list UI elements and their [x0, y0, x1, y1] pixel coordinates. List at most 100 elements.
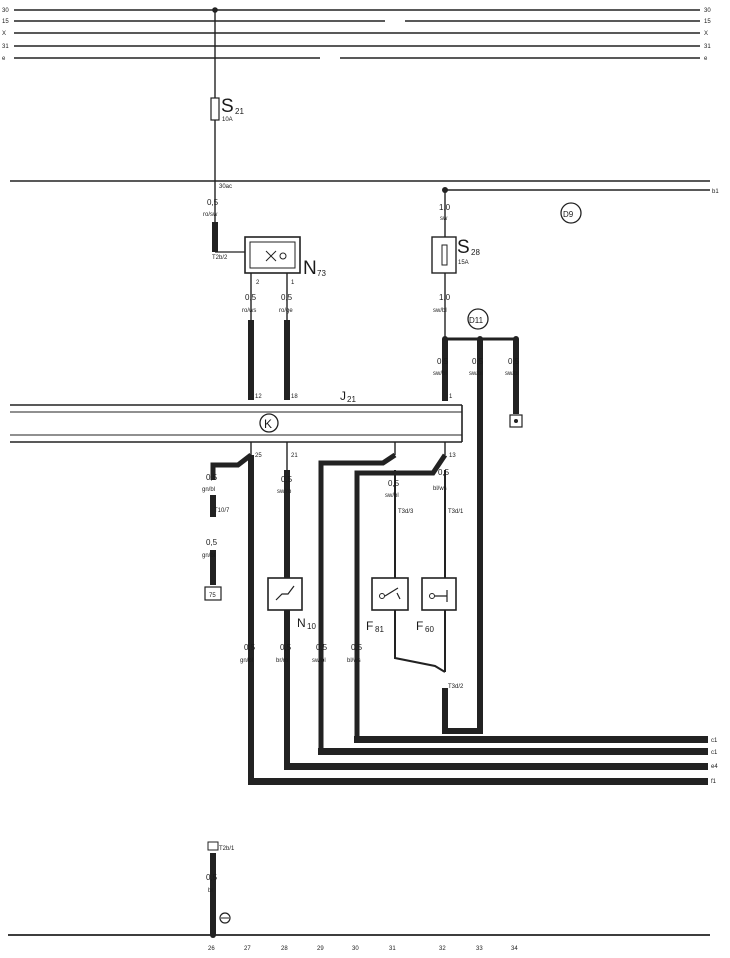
column-31: 31 — [389, 946, 396, 952]
branch-wire-2 — [477, 339, 483, 734]
wire-ro-sw-thick — [212, 222, 218, 252]
lower-left-gauge2: 0,5 — [206, 538, 218, 547]
ground-junction — [210, 932, 216, 938]
lower-left-connector: T10/7 — [214, 508, 230, 514]
unit-j21-pin-1: 1 — [449, 394, 453, 400]
wire-top-left-gauge: 0,5 — [207, 198, 219, 207]
ground-connector-symbol — [207, 841, 219, 851]
switch-f81-contact — [379, 593, 385, 599]
unit-j21-name: J — [340, 389, 346, 403]
relay-n73-coil — [279, 252, 287, 260]
bus-label-right-15: 15 — [704, 19, 711, 25]
run-f1 — [248, 778, 708, 785]
bus-label-left-x: X — [2, 31, 6, 37]
column-33: 33 — [476, 946, 483, 952]
branch-wire-3 — [513, 339, 519, 414]
ground-gauge: 0,5 — [206, 873, 218, 882]
bus-label-right-31: 31 — [704, 44, 711, 50]
component-n10-symbol — [275, 585, 295, 601]
right-top-gauge2: 1,0 — [439, 293, 451, 302]
wire-top-left-color: ro/sw — [203, 212, 218, 218]
run-c1-b — [318, 748, 708, 755]
wire-gn-bl-bottom — [248, 455, 254, 785]
switch-f60-name: F — [416, 619, 423, 633]
unit-j21-pin-12: 12 — [255, 394, 262, 400]
fuse-s21-name: S — [221, 96, 234, 117]
wire-gn-bl — [204, 442, 253, 601]
column-27: 27 — [244, 946, 251, 952]
node-d9-circle — [560, 202, 582, 224]
unit-j21-sub: 21 — [347, 395, 356, 404]
switch-wire-b-color: bl/ws — [433, 486, 447, 492]
fuse-s28-name: S — [457, 237, 470, 258]
branch-3-color: sw/bl — [505, 371, 519, 377]
lower-left-color2: gn/bl — [202, 553, 215, 559]
relay-n73-pin-right: 1 — [291, 280, 295, 286]
wire-n73-right-color: ro/ge — [279, 308, 293, 314]
branch-terminal-dot — [514, 419, 518, 423]
branch-2-color: sw/bl — [469, 371, 483, 377]
switch-wire-a-gauge: 0,5 — [388, 479, 400, 488]
wire-n73-left-color: ro/ws — [242, 308, 256, 314]
column-32: 32 — [439, 946, 446, 952]
bus-label-left-30: 30 — [2, 8, 9, 14]
relay-n73-symbol — [265, 250, 277, 262]
column-numbers: 26 27 28 29 30 31 32 33 34 — [208, 946, 518, 952]
ground-color: br — [208, 888, 213, 894]
bus-right-labels: 30 15 X 31 e — [704, 8, 711, 62]
exit-label-1: c1 — [711, 738, 718, 744]
unit-j21-pin-25: 25 — [255, 453, 262, 459]
n73-wires — [248, 273, 290, 400]
switch-f60-box — [421, 577, 457, 611]
wire-n73-right-gauge: 0,5 — [281, 293, 293, 302]
column-26: 26 — [208, 946, 215, 952]
bus-label-right-e: e — [704, 56, 708, 62]
fuse-s21-sub: 21 — [235, 107, 244, 116]
switch-f81-lever — [384, 587, 401, 600]
branch-1-gauge: 0,5 — [437, 357, 449, 366]
switch-conn-a: T3d/3 — [398, 509, 414, 515]
right-top-color: sw — [440, 216, 448, 222]
lower-left-gauge: 0,5 — [206, 473, 218, 482]
bus-b1-label: b1 — [712, 189, 719, 195]
bus-label-left-31: 31 — [2, 44, 9, 50]
supply-bus — [14, 9, 700, 59]
run-e4 — [284, 763, 708, 770]
fuse-s21-rating: 10A — [222, 117, 233, 123]
bottom-wire-2-color: br/ro — [276, 658, 289, 664]
branch-1-color: sw/bl — [433, 371, 447, 377]
switch-wires — [318, 442, 448, 752]
switch-f60-sub: 60 — [425, 625, 434, 634]
wire-br-ro — [284, 610, 290, 770]
node-d9-label: D9 — [563, 210, 574, 219]
unit-j21-pin-18: 18 — [291, 394, 298, 400]
wire-sw-ro — [284, 470, 290, 578]
ground-wire — [210, 853, 216, 935]
relay-n73-sub: 73 — [317, 269, 326, 278]
bottom-wire-3-gauge: 0,5 — [316, 643, 328, 652]
unit-j21-pin-21: 21 — [291, 453, 298, 459]
fuse-s28-rating: 15A — [458, 260, 469, 266]
bottom-wire-4-gauge: 0,5 — [351, 643, 363, 652]
bus-left-labels: 30 15 X 31 e — [2, 8, 9, 62]
switch-f81-box — [371, 577, 409, 611]
wire-n73-left-gauge: 0,5 — [245, 293, 257, 302]
switch-return-wires — [394, 610, 483, 734]
wire-n10-color: sw/ro — [277, 489, 292, 495]
bus-30ac-label: 30ac — [219, 184, 232, 190]
node-d11-circle — [467, 308, 489, 330]
exit-label-3: e4 — [711, 764, 718, 770]
bottom-wire-1-color: gn/bl — [240, 658, 253, 664]
wire-n10-gauge: 0,5 — [281, 475, 293, 484]
relay-n73-name: N — [303, 258, 317, 279]
bottom-wire-1-gauge: 0,5 — [244, 643, 256, 652]
bus-label-right-x: X — [704, 31, 708, 37]
right-top-gauge: 1,0 — [439, 203, 451, 212]
column-28: 28 — [281, 946, 288, 952]
run-c1-a — [354, 736, 708, 743]
unit-j21-band — [10, 404, 463, 443]
unit-j21-pin-13: 13 — [449, 453, 456, 459]
lower-left-box-label: 75 — [209, 593, 216, 599]
lower-left-color: gn/bl — [202, 487, 215, 493]
